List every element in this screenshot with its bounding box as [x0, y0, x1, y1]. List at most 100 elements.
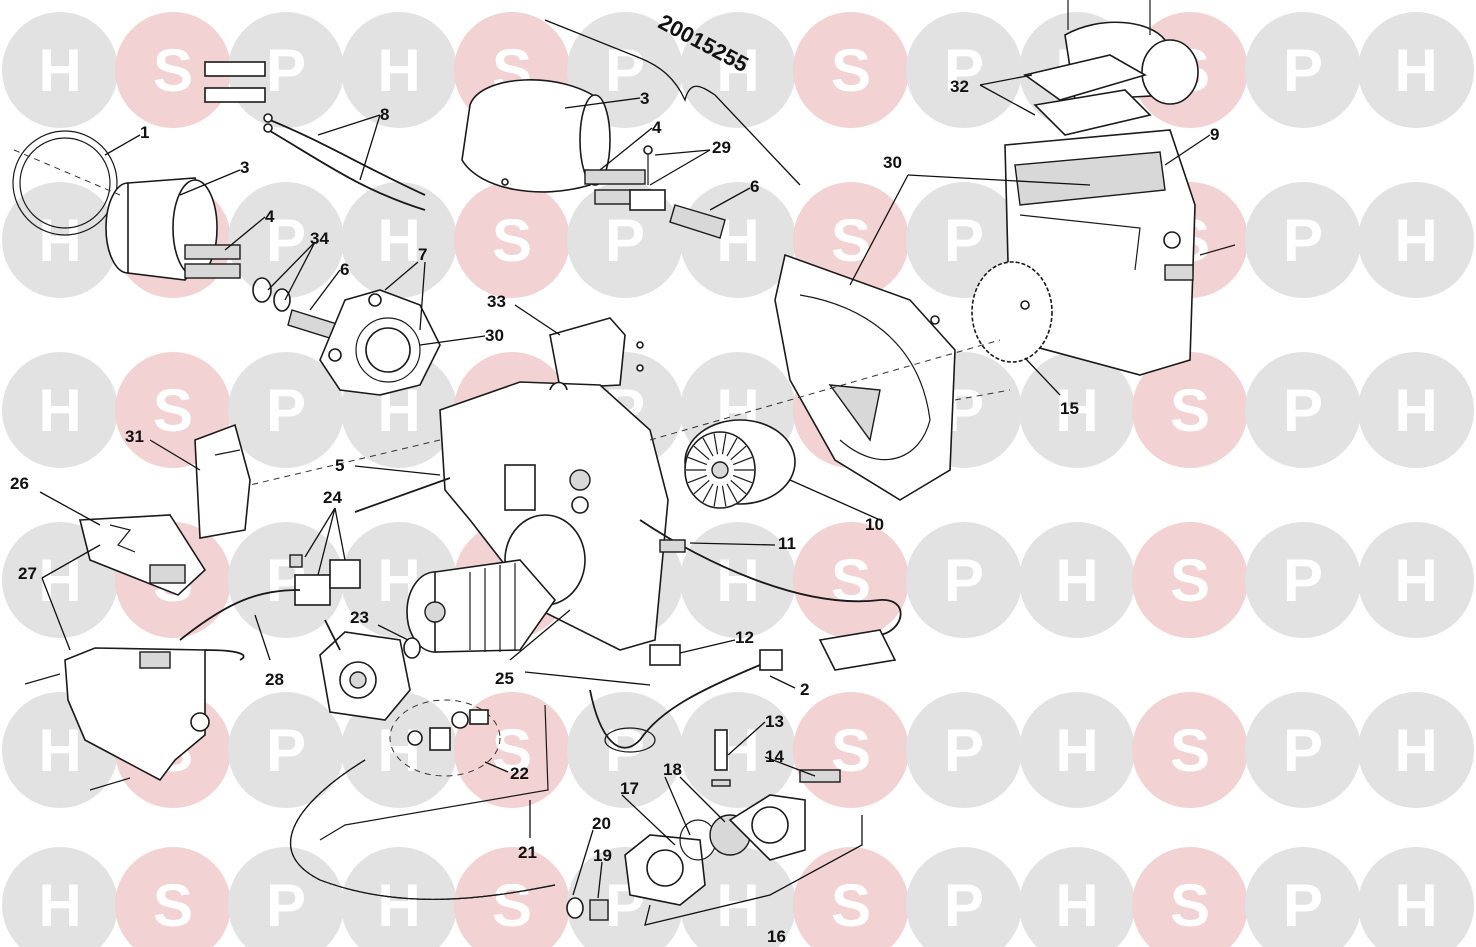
callout-6a: 6	[309, 260, 349, 311]
part-gasket-ring	[12, 130, 118, 236]
watermark-circle	[1132, 352, 1248, 468]
svg-text:8: 8	[380, 105, 389, 124]
svg-text:30: 30	[883, 153, 902, 172]
watermark-letter: H	[38, 872, 81, 939]
svg-text:9: 9	[1210, 125, 1219, 144]
callout-5: 5	[335, 456, 441, 476]
svg-text:19: 19	[593, 846, 612, 865]
svg-text:1: 1	[140, 123, 149, 142]
watermark-circle	[1245, 352, 1361, 468]
watermark-letter: S	[492, 207, 532, 274]
watermark-letter: P	[266, 207, 306, 274]
watermark-circle	[906, 847, 1022, 947]
watermark-letter: S	[831, 37, 871, 104]
svg-text:26: 26	[10, 474, 29, 493]
watermark-letter: H	[377, 207, 420, 274]
svg-text:13: 13	[765, 712, 784, 731]
svg-text:31: 31	[125, 427, 144, 446]
watermark-circle	[228, 847, 344, 947]
watermark-circle	[1245, 182, 1361, 298]
fan-blade	[693, 445, 710, 461]
watermark-letter: H	[38, 207, 81, 274]
watermark-letter: H	[716, 547, 759, 614]
svg-text:6: 6	[340, 260, 349, 279]
callout-27: 27	[18, 544, 101, 651]
callout-29: 29	[649, 138, 731, 186]
part-fan-wheel	[684, 419, 796, 509]
watermark-circle	[341, 182, 457, 298]
fan-blade	[713, 485, 719, 507]
watermark-letter: H	[1055, 547, 1098, 614]
fan-blade	[687, 456, 708, 466]
svg-text:3: 3	[240, 158, 249, 177]
fan-blade	[732, 474, 753, 484]
watermark-letter: S	[492, 717, 532, 784]
watermark-letter: S	[492, 872, 532, 939]
watermark-circle	[2, 352, 118, 468]
svg-text:17: 17	[620, 779, 639, 798]
assembly-axis-lines	[13, 149, 1011, 486]
watermark-circle	[228, 352, 344, 468]
part-connecting-rod	[354, 477, 451, 513]
fan-blade	[726, 483, 738, 503]
fan-blade	[687, 474, 708, 484]
watermark-letter: P	[944, 717, 984, 784]
callout-30b: 30	[849, 153, 1091, 286]
motor-winding	[469, 563, 516, 652]
watermark-letter: H	[38, 37, 81, 104]
watermark-letter: P	[605, 717, 645, 784]
svg-text:28: 28	[265, 670, 284, 689]
watermark-letter: H	[38, 547, 81, 614]
watermark-letter: P	[266, 377, 306, 444]
svg-text:7: 7	[418, 245, 427, 264]
watermark-letter: H	[716, 207, 759, 274]
callout-15: 15	[1024, 357, 1079, 418]
watermark-circle	[341, 847, 457, 947]
watermark-circle	[567, 692, 683, 808]
svg-text:34: 34	[310, 229, 329, 248]
watermark-letter: H	[377, 717, 420, 784]
svg-text:24: 24	[323, 488, 342, 507]
watermark-letter: H	[1394, 37, 1437, 104]
fan-blade	[693, 479, 710, 495]
svg-text:4: 4	[652, 118, 662, 137]
svg-text:11: 11	[778, 534, 796, 553]
fan-blade	[730, 445, 747, 461]
svg-text:6: 6	[750, 177, 759, 196]
watermark-circle	[906, 12, 1022, 128]
watermark-letter: H	[1055, 377, 1098, 444]
callout-22: 22	[484, 761, 529, 783]
svg-text:22: 22	[510, 764, 529, 783]
watermark-circle	[906, 522, 1022, 638]
part-oil-hose	[289, 759, 556, 900]
watermark-circle	[1358, 692, 1474, 808]
watermark-letter: H	[716, 37, 759, 104]
callout-3a: 3	[179, 158, 249, 196]
watermark-circle	[228, 692, 344, 808]
svg-text:32: 32	[950, 77, 969, 96]
watermark-circle	[906, 692, 1022, 808]
fan-blade	[721, 433, 727, 455]
callout-23: 23	[350, 608, 409, 641]
svg-text:23: 23	[350, 608, 369, 627]
watermark-circle	[1245, 522, 1361, 638]
watermark-letter: H	[1394, 547, 1437, 614]
svg-text:3: 3	[640, 89, 649, 108]
watermark-letter: P	[944, 872, 984, 939]
callout-1: 1	[104, 123, 149, 156]
svg-text:16: 16	[767, 927, 786, 946]
watermark-letter: P	[1283, 37, 1323, 104]
watermark-circle	[1358, 352, 1474, 468]
watermark-letter: S	[153, 377, 193, 444]
watermark-circle	[115, 12, 231, 128]
svg-text:27: 27	[18, 564, 37, 583]
watermark-letter: P	[1283, 872, 1323, 939]
callout-17: 17	[620, 779, 676, 846]
watermark-circle	[567, 182, 683, 298]
kit-bracket	[544, 19, 801, 186]
watermark-circle	[2, 847, 118, 947]
callout-31: 31	[125, 427, 201, 471]
watermark-circle	[793, 847, 909, 947]
watermark-circle	[1358, 522, 1474, 638]
